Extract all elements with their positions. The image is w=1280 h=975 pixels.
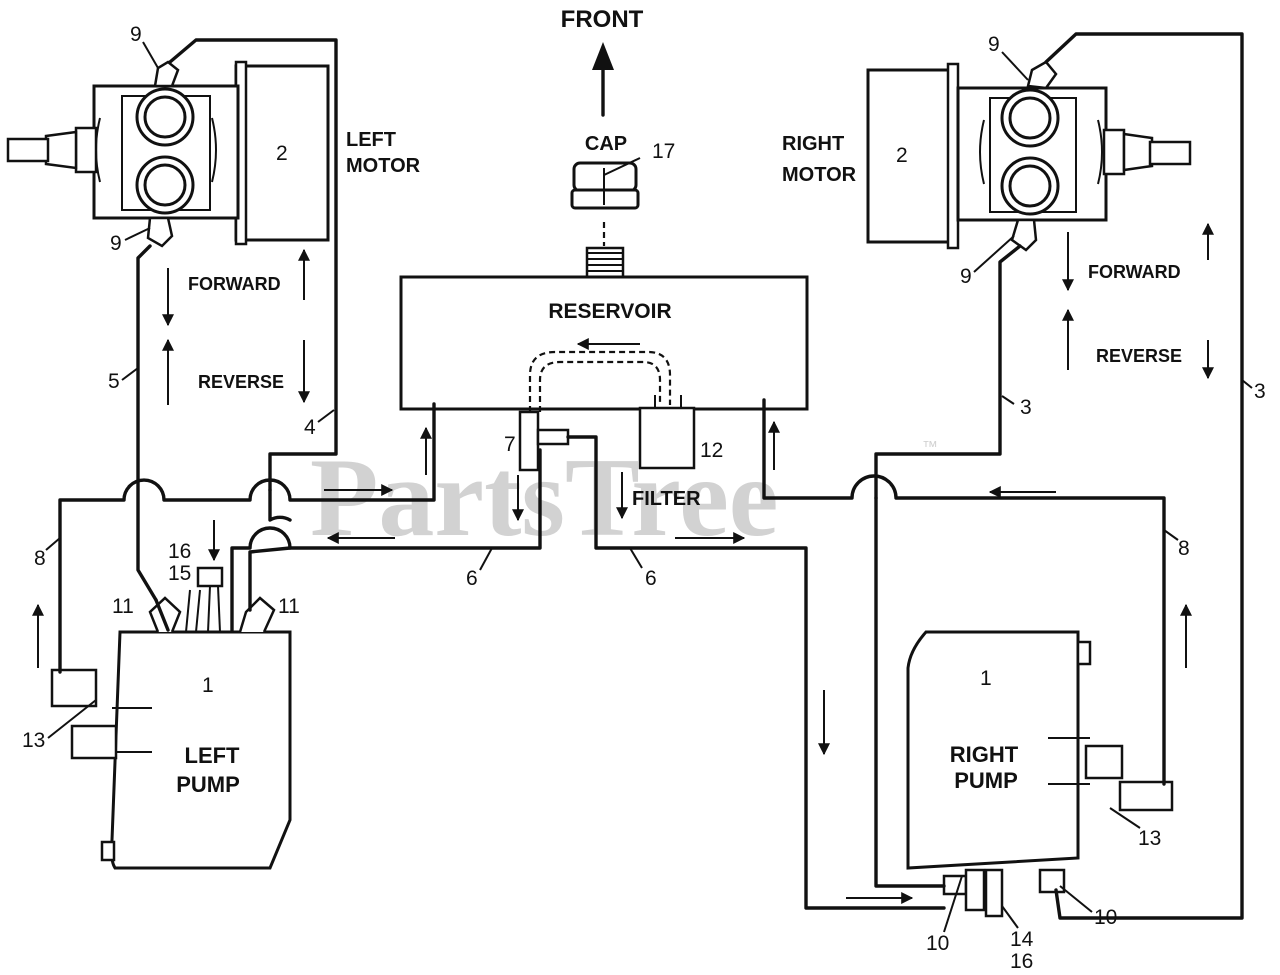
callout-6-left: 6 [466,567,478,590]
forward-label-left: FORWARD [188,274,281,294]
left-motor-label-2: MOTOR [346,155,421,177]
reservoir-cap [570,157,641,210]
hose-left-pump-feed [230,526,292,632]
hose-5-fitting [154,598,170,632]
callout-9-bottom-left: 9 [110,232,122,255]
filter-element [638,406,696,470]
callout-13-right: 13 [1138,827,1161,850]
left-pump-label-1: LEFT [185,743,241,768]
callout-1-left: 1 [202,674,214,697]
hose-4-jump [268,488,292,522]
right-pump-label-1: RIGHT [950,742,1019,767]
front-label: FRONT [561,6,644,33]
hose-6-right [566,435,946,910]
callout-9-top-right: 9 [988,33,1000,56]
tee-fitting [518,410,570,472]
callout-8-right: 8 [1178,537,1190,560]
reservoir-label: RESERVOIR [548,300,671,323]
right-motor-label-1: RIGHT [782,133,844,155]
hose-3-inner [874,244,1022,500]
callout-7: 7 [504,433,516,456]
callout-16-left: 16 [168,540,191,563]
forward-label-right: FORWARD [1088,262,1181,282]
left-pump [50,566,292,870]
callout-11-right: 11 [278,595,300,618]
hose-3-outer [1044,32,1244,920]
callout-13-left: 13 [22,729,45,752]
reverse-label-left: REVERSE [198,372,284,392]
front-arrow [592,42,614,117]
callout-15: 15 [168,562,191,585]
watermark: PartsTree [310,436,779,560]
callout-2-left: 2 [276,142,288,165]
watermark-trademark: ™ [922,439,938,456]
right-motor [866,60,1192,252]
callout-11-left: 11 [112,595,134,618]
callout-6-right: 6 [645,567,657,590]
right-pump [906,630,1174,918]
callout-17: 17 [652,140,675,163]
right-motor-label-2: MOTOR [782,164,857,186]
hose-5 [136,244,158,602]
callout-3-inner: 3 [1020,396,1032,419]
hose-8-left [58,402,436,674]
cap-label: CAP [585,133,627,155]
callout-9-top-left: 9 [130,23,142,46]
left-pump-label-2: PUMP [176,772,240,797]
callout-10-left: 10 [926,932,949,955]
reverse-label-right: REVERSE [1096,346,1182,366]
callout-3-outer: 3 [1254,380,1266,403]
filter-label: FILTER [632,488,701,510]
right-pump-label-2: PUMP [954,768,1018,793]
reservoir-neck-threads [585,222,625,280]
left-motor [6,60,330,248]
callout-1-right: 1 [980,667,992,690]
callout-2-right: 2 [896,144,908,167]
hose-right-pump-supply [874,496,946,888]
left-motor-label-1: LEFT [346,129,396,151]
callout-14: 14 [1010,928,1034,951]
callout-5: 5 [108,370,120,393]
callout-12: 12 [700,439,723,462]
callout-16-right: 16 [1010,950,1033,973]
callout-9-bottom-right: 9 [960,265,972,288]
hose-8-right [762,398,1166,786]
hose-4 [168,38,338,492]
callout-4: 4 [304,416,316,439]
callout-8-left: 8 [34,547,46,570]
